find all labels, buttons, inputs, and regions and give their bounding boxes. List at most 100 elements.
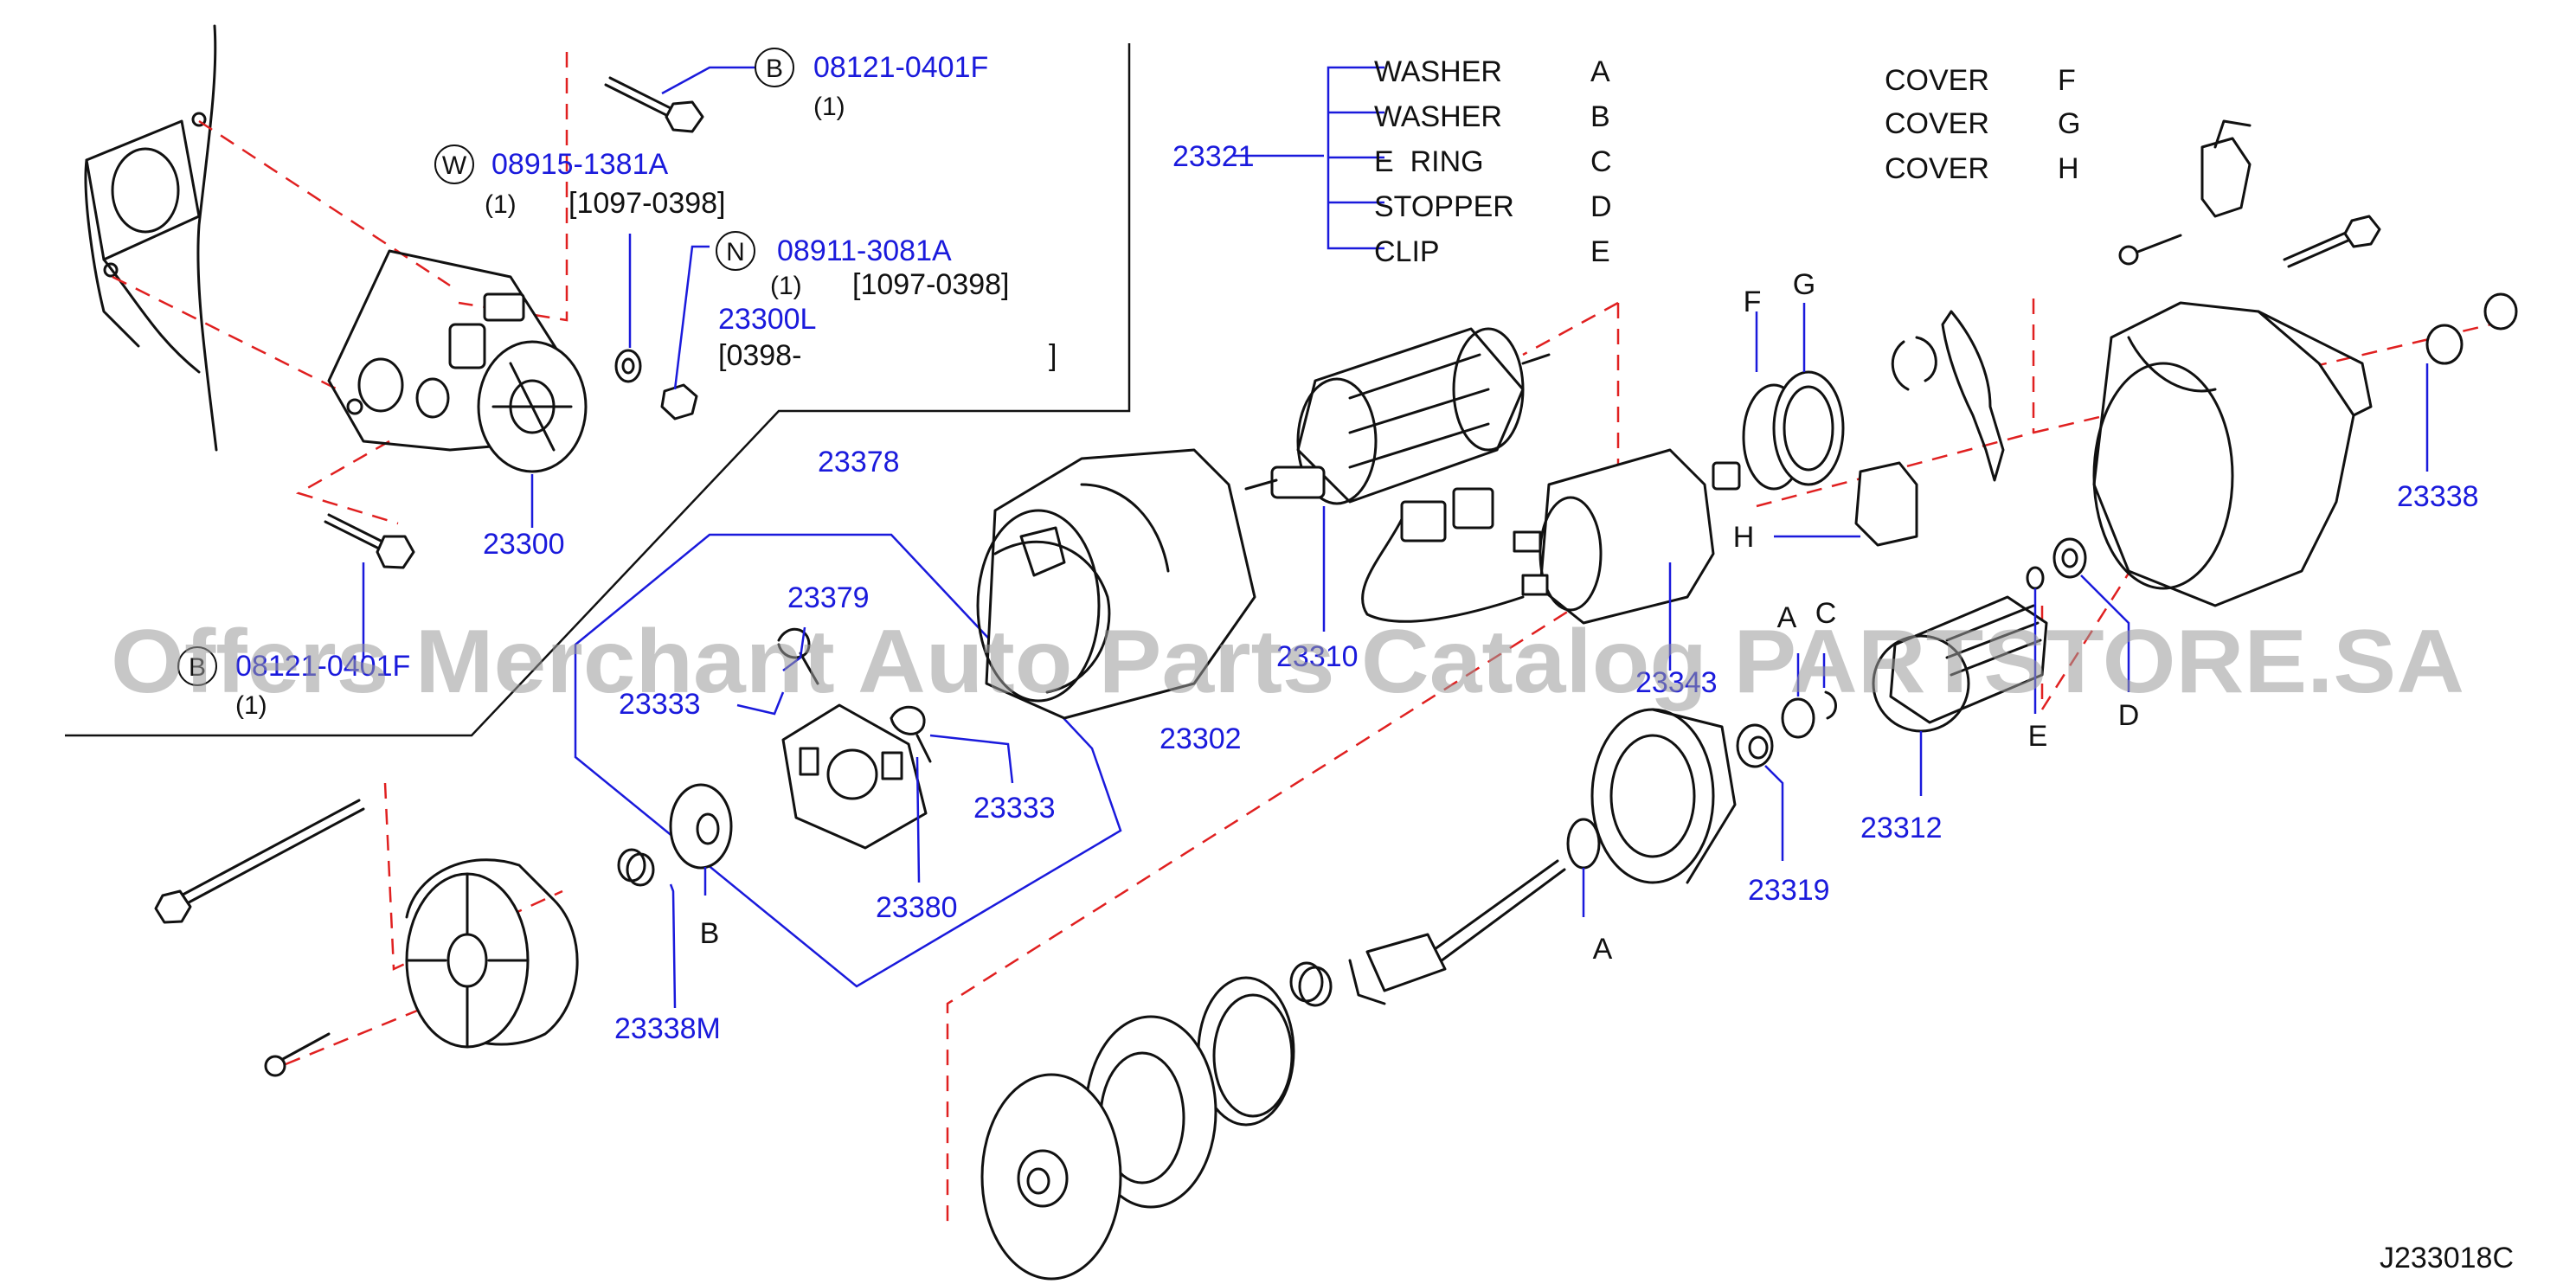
brush-holder-drawing <box>781 703 928 850</box>
rear-end-frame-drawing <box>405 858 579 1049</box>
circle-w-text: W <box>442 151 467 180</box>
front-housing-drawing <box>2092 301 2373 607</box>
kit-item-4-name: CLIP <box>1374 235 1440 268</box>
part-number-08911[interactable]: 08911-3081A <box>777 234 952 267</box>
qty-08121-top: (1) <box>813 93 845 121</box>
part-number-23333-left[interactable]: 23333 <box>619 688 701 721</box>
qty-08915: (1) <box>485 190 517 219</box>
cover-table: COVER F COVER G COVER H <box>1885 64 2080 185</box>
washer-a-upper-drawing <box>1781 697 1815 739</box>
part-number-08121-top[interactable]: 08121-0401F <box>813 51 988 84</box>
kit-item-3-letter: D <box>1590 190 1612 223</box>
bushing-front-drawing <box>2425 292 2518 365</box>
through-bolt <box>154 799 365 924</box>
clip-e-drawing <box>2026 566 2045 590</box>
pinion-shaft-drawing <box>1348 859 1566 1005</box>
washer-b-drawing <box>669 783 733 870</box>
part-number-23310[interactable]: 23310 <box>1276 640 1359 673</box>
bracket-drawing <box>2200 119 2252 218</box>
letter-label-h: H <box>1733 521 1755 554</box>
circled-letter-n: N <box>716 231 755 271</box>
part-number-08121-bottom[interactable]: 08121-0401F <box>235 650 410 683</box>
part-number-23338M[interactable]: 23338M <box>614 1012 721 1045</box>
range-08911: [1097-0398] <box>852 268 1010 301</box>
small-screw <box>264 1032 331 1077</box>
brush-spring-left-drawing <box>777 627 819 685</box>
cover-item-1-name: COVER <box>1885 107 1989 140</box>
part-number-23300L[interactable]: 23300L <box>718 303 816 336</box>
callout-leaders <box>362 66 2429 1009</box>
starter-assembly-drawing <box>327 249 588 473</box>
circle-b-bottom-text: B <box>189 653 206 682</box>
cover-g-drawing <box>1772 370 1845 486</box>
part-number-23378[interactable]: 23378 <box>818 446 900 478</box>
cover-item-2-name: COVER <box>1885 152 1989 185</box>
range-23300L: [0398- <box>718 339 801 372</box>
washer-a-lower-drawing <box>1566 818 1601 870</box>
diagram-code: J233018C <box>2380 1242 2514 1274</box>
armature-drawing <box>1244 327 1551 505</box>
end-cover-drawing <box>1590 708 1737 884</box>
cover-h-drawing <box>1854 461 1918 547</box>
cover-item-2-letter: H <box>2058 152 2079 185</box>
kit-item-3-name: STOPPER <box>1374 190 1514 223</box>
part-number-23321[interactable]: 23321 <box>1172 140 1255 173</box>
letter-label-a-lower: A <box>1593 933 1613 966</box>
part-number-23319[interactable]: 23319 <box>1748 874 1830 907</box>
part-number-23300[interactable]: 23300 <box>483 528 565 561</box>
lower-mounting-bolt <box>324 513 415 569</box>
shift-lever-drawing <box>1891 310 2005 482</box>
letter-label-e: E <box>2028 720 2048 753</box>
letter-label-b: B <box>700 917 720 950</box>
brush-spring-right-drawing <box>890 705 932 763</box>
letter-label-a-upper: A <box>1777 601 1797 634</box>
circled-letter-b-bottom: B <box>177 646 217 686</box>
qty-08121-bottom: (1) <box>235 691 267 720</box>
kit-item-1-letter: B <box>1590 100 1610 133</box>
cover-item-0-name: COVER <box>1885 64 1989 97</box>
front-bracket-drawing <box>980 1073 1122 1281</box>
e-ring-c-drawing <box>1824 690 1837 720</box>
small-gear-drawing <box>1289 961 1333 1007</box>
yoke-drawing <box>976 448 1256 720</box>
range-08915: [1097-0398] <box>569 187 726 220</box>
part-number-23380[interactable]: 23380 <box>876 891 958 924</box>
qty-08911: (1) <box>770 272 802 300</box>
letter-label-f: F <box>1744 286 1762 318</box>
kit-item-2-name: E RING <box>1374 145 1484 178</box>
letter-label-d: D <box>2118 699 2140 732</box>
kit-item-0-letter: A <box>1590 55 1610 88</box>
circled-letter-b-top: B <box>755 48 794 87</box>
letter-label-c: C <box>1815 597 1837 630</box>
cover-item-1-letter: G <box>2058 107 2080 140</box>
stopper-ring-drawing <box>1736 723 1774 768</box>
part-number-23333-right[interactable]: 23333 <box>973 792 1056 825</box>
kit-table: WASHER A WASHER B E RING C STOPPER D CLI… <box>1374 55 1612 268</box>
front-housing-bolt <box>2283 215 2381 268</box>
part-number-08915[interactable]: 08915-1381A <box>491 148 669 181</box>
circled-letter-w: W <box>434 144 474 184</box>
washer-w-hole <box>621 357 635 375</box>
stopper-d-drawing <box>2052 537 2087 579</box>
part-number-23343[interactable]: 23343 <box>1635 666 1718 699</box>
part-number-23338[interactable]: 23338 <box>2397 480 2479 513</box>
part-number-23312[interactable]: 23312 <box>1860 812 1943 844</box>
small-bolt-top <box>2118 234 2182 266</box>
kit-item-1-name: WASHER <box>1374 100 1502 133</box>
group-frame-upper-left <box>65 43 1131 737</box>
part-number-23302[interactable]: 23302 <box>1160 722 1242 755</box>
part-number-23379[interactable]: 23379 <box>787 581 870 614</box>
brush-group-outline <box>574 533 1122 988</box>
watermark-text: Offers Merchant Auto Parts Catalog PARTS… <box>111 612 2464 712</box>
cover-item-0-letter: F <box>2058 64 2076 97</box>
letter-label-g: G <box>1793 268 1815 301</box>
range-end-23300L: ] <box>1049 339 1057 372</box>
bushing-rear-drawing <box>617 848 655 887</box>
kit-item-4-letter: E <box>1590 235 1610 268</box>
circle-n-text: N <box>726 238 745 266</box>
top-mounting-bolt <box>604 76 704 133</box>
circle-b-top-text: B <box>766 55 783 83</box>
kit-item-2-letter: C <box>1590 145 1612 178</box>
engine-block-drawing <box>84 24 218 452</box>
